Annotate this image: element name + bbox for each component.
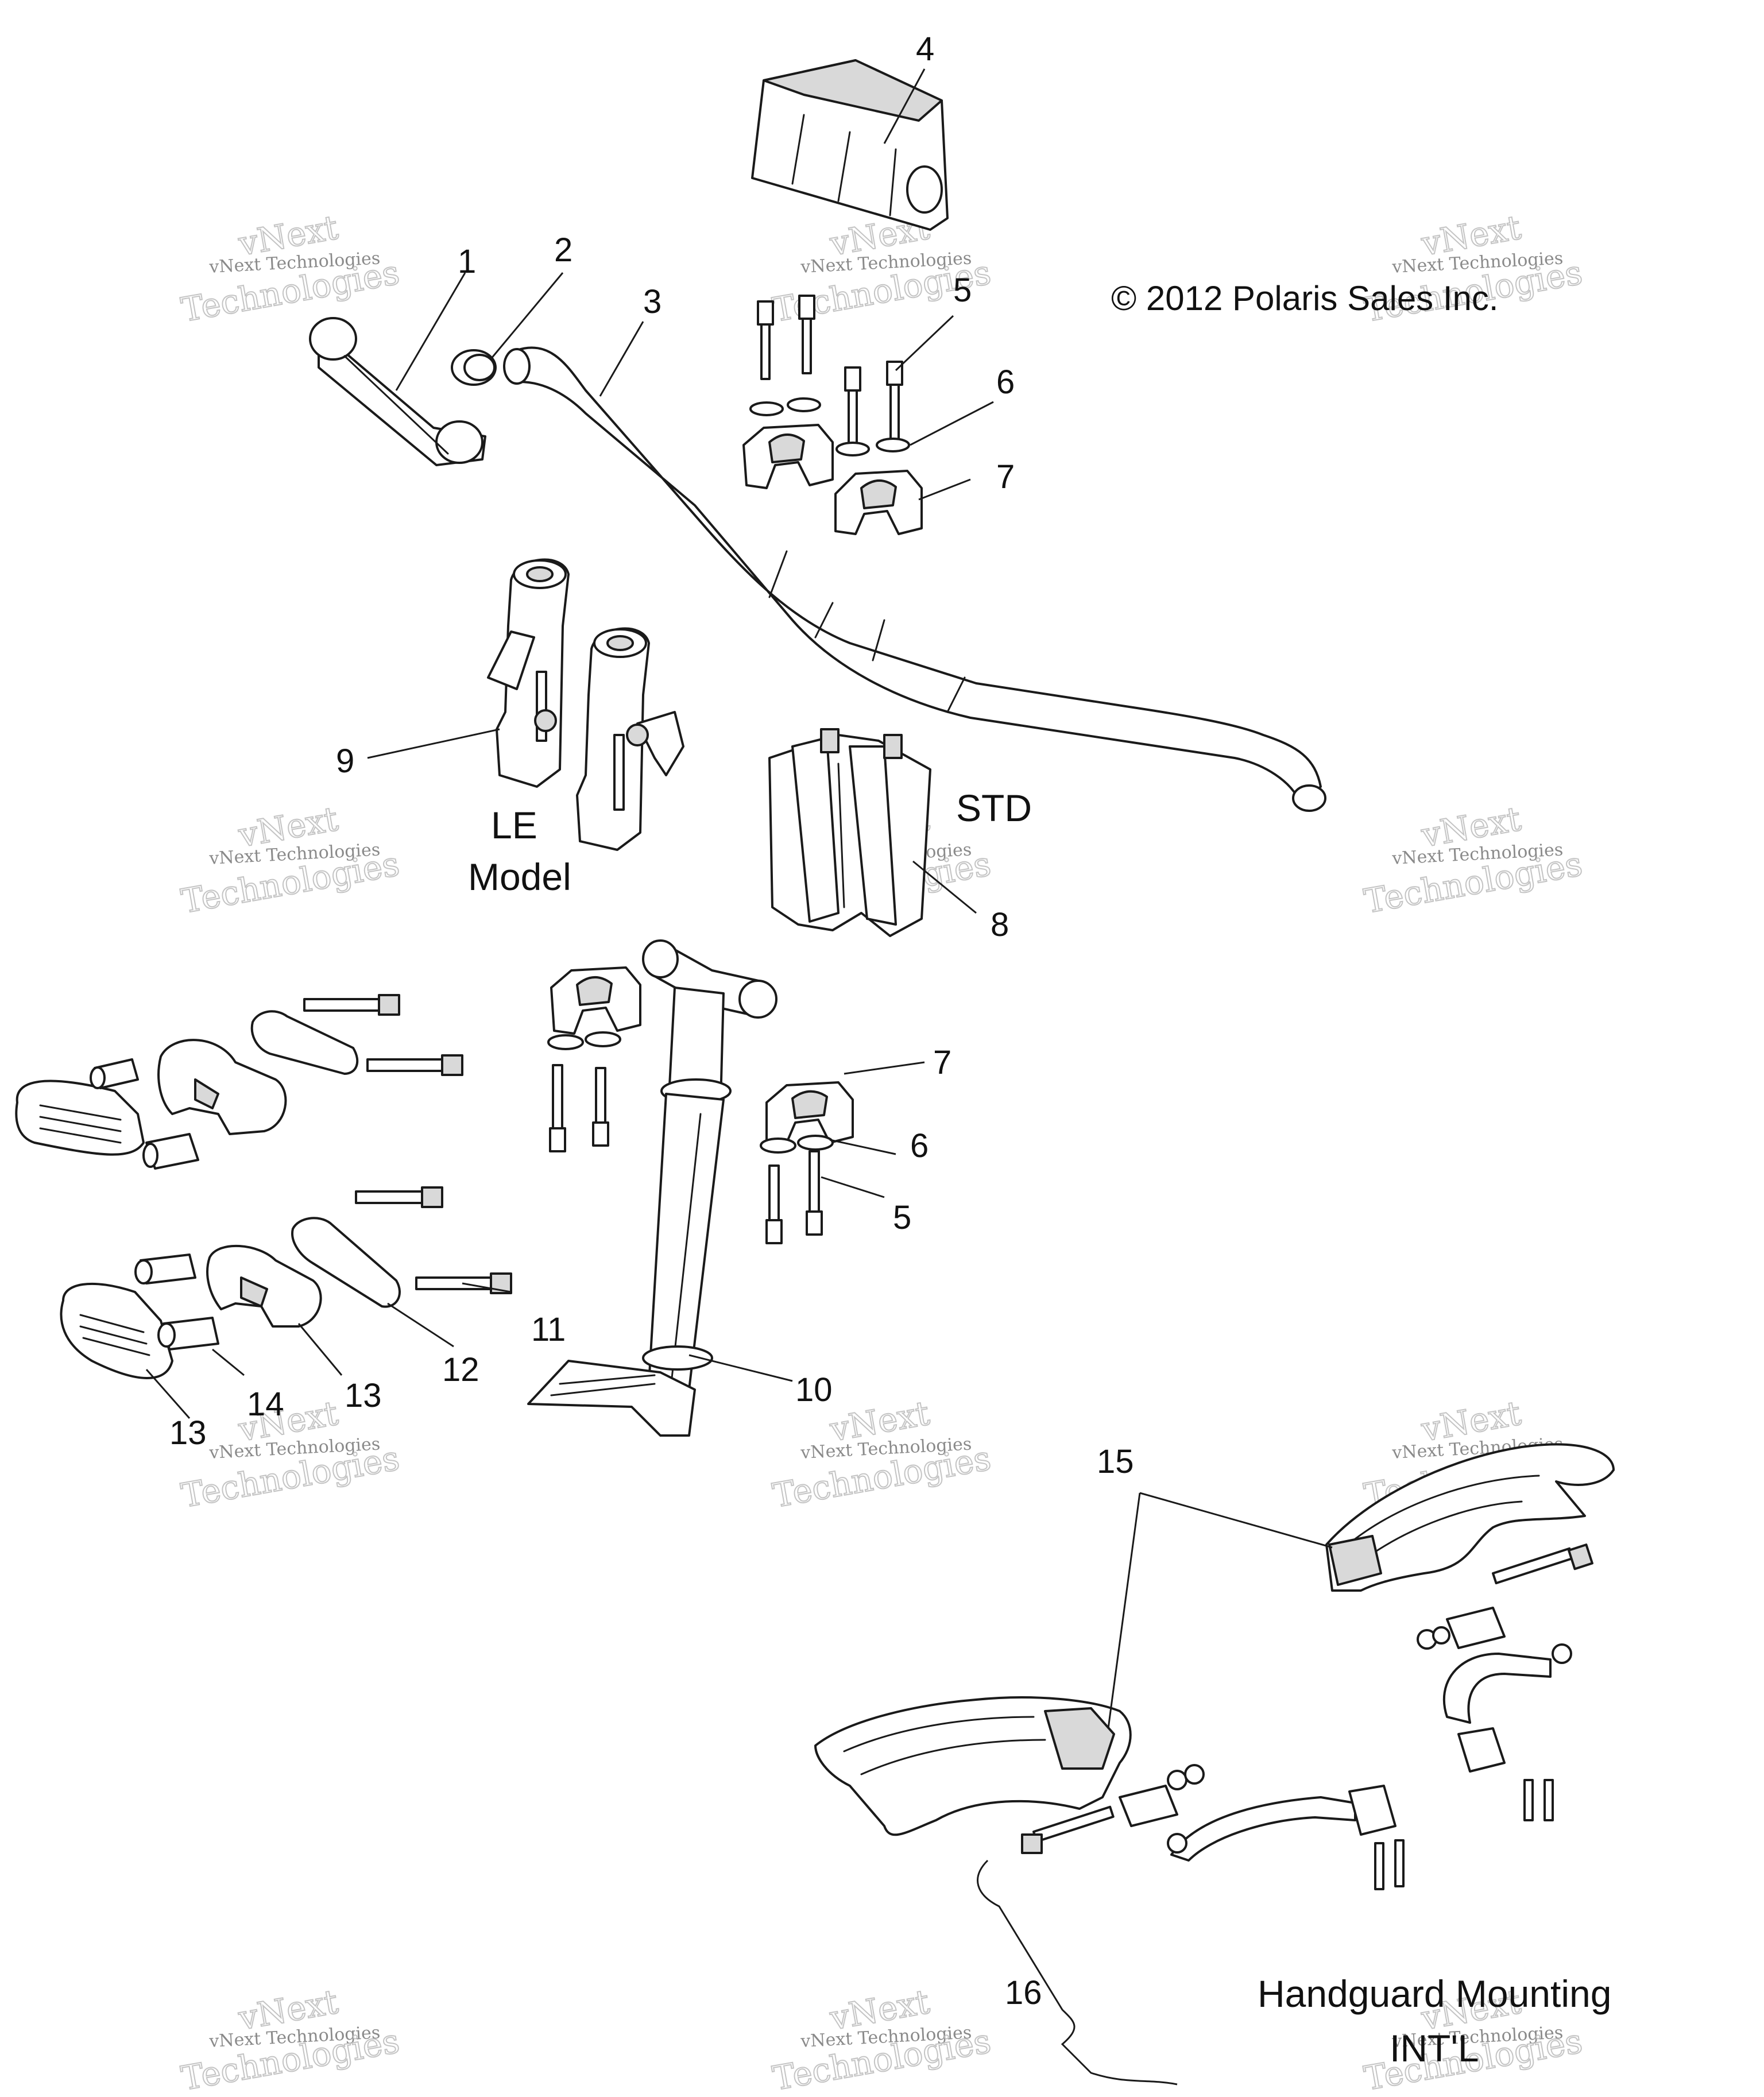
callout-1: 1: [458, 243, 476, 280]
le-model-caption-line1: LE: [491, 804, 537, 846]
callout-11: 11: [531, 1311, 566, 1348]
part-handlebar: [503, 346, 1326, 812]
part-std-riser: [768, 728, 931, 937]
callout-13: 13: [345, 1377, 382, 1414]
callout-6: 6: [910, 1127, 929, 1164]
part-ring: [451, 349, 497, 386]
std-caption: STD: [956, 787, 1032, 829]
part-le-risers: [487, 558, 684, 851]
part-steering-post: [527, 939, 777, 1437]
watermark: vNext vNext Technologies Technologies: [769, 207, 995, 330]
callout-13: 13: [169, 1414, 207, 1452]
callout-9: 9: [336, 742, 354, 780]
callout-8: 8: [991, 906, 1009, 943]
handguard-caption-line2: INT'L: [1390, 2027, 1479, 2069]
part-top-clamps: [742, 424, 923, 535]
part-handguard-mount: [1021, 1543, 1593, 1890]
callout-4: 4: [916, 30, 934, 68]
part-bar-pad: [751, 59, 949, 231]
part-lower-clamps: [550, 966, 854, 1144]
callout-15: 15: [1097, 1443, 1134, 1480]
callout-10: 10: [795, 1371, 833, 1409]
part-lower-washers: [547, 1031, 834, 1154]
callout-3: 3: [643, 283, 662, 320]
part-top-washers: [749, 397, 910, 456]
captions: LE Model STD Handguard Mounting INT'L: [468, 787, 1611, 2069]
callout-14: 14: [247, 1386, 284, 1423]
part-handguard-right: [1325, 1443, 1615, 1592]
part-handguard-left: [814, 1696, 1132, 1836]
callout-12: 12: [442, 1351, 479, 1388]
callout-labels: 1 2 3 4 5 6 7 9 8 7 6 5 11 12 10 13 14 1…: [169, 30, 1134, 2011]
callout-5: 5: [953, 272, 972, 309]
handguard-caption-line1: Handguard Mounting: [1258, 1972, 1611, 2015]
callout-7: 7: [996, 458, 1015, 496]
leader-lines: [145, 68, 1333, 2086]
part-lower-bolts: [549, 1064, 823, 1244]
part-adjuster-lower: [60, 1186, 512, 1379]
le-model-caption-line2: Model: [468, 856, 571, 898]
callout-7: 7: [933, 1044, 951, 1081]
callout-16: 16: [1005, 1974, 1042, 2011]
part-grip: [309, 317, 486, 466]
part-adjuster-upper: [15, 994, 463, 1170]
part-top-bolts: [757, 295, 903, 446]
callout-5: 5: [893, 1199, 911, 1236]
callout-6: 6: [996, 363, 1015, 401]
callout-2: 2: [554, 231, 572, 269]
copyright-notice: © 2012 Polaris Sales Inc.: [1111, 279, 1499, 318]
